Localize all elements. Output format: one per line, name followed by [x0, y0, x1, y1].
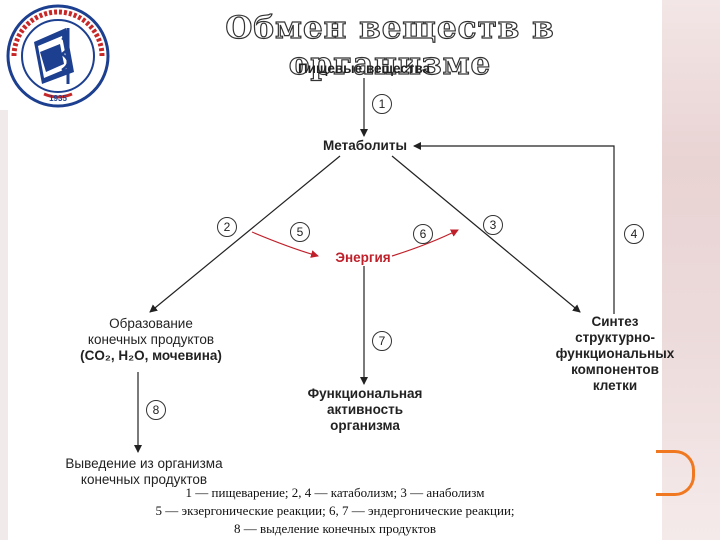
functional-line-3: организма — [330, 418, 400, 433]
arrow-endergonic-6 — [391, 229, 459, 257]
step-number-4: 4 — [624, 224, 644, 244]
excretion-line-1: Выведение из организма — [65, 456, 223, 471]
synthesis-line-2: структурно- — [575, 330, 655, 345]
orange-accent-mark — [656, 450, 695, 496]
functional-line-2: активность — [326, 402, 404, 417]
synthesis-line-1: Синтез — [591, 314, 639, 329]
arrow-exergonic-5 — [251, 231, 319, 258]
step-number-6: 6 — [413, 224, 433, 244]
step-number-3: 3 — [483, 215, 503, 235]
legend-line-1: 1 — пищеварение; 2, 4 — катаболизм; 3 — … — [185, 485, 485, 500]
arrow-anabolism-3 — [391, 155, 581, 313]
university-logo: 1935 — [6, 4, 110, 108]
step-number-5: 5 — [290, 222, 310, 242]
end-products-line-2: конечных продуктов — [87, 332, 215, 347]
node-food: Пищевые вещества — [297, 61, 431, 76]
background-left-bar — [0, 110, 8, 540]
node-synthesis: Синтез структурно- функциональных компон… — [540, 314, 690, 394]
page-title: Обмен веществ в организме — [225, 9, 555, 82]
arrow-catabolism-4 — [413, 142, 615, 314]
end-products-line-3: (CO₂, H₂O, мочевина) — [80, 348, 222, 363]
step-number-1: 1 — [372, 94, 392, 114]
arrow-catabolism-2 — [149, 155, 341, 313]
node-end-products: Образование конечных продуктов (CO₂, H₂O… — [58, 316, 244, 364]
functional-line-1: Функциональная — [307, 386, 423, 401]
node-metabolites: Метаболиты — [323, 138, 407, 153]
end-products-line-1: Образование — [109, 316, 193, 331]
legend: 1 — пищеварение; 2, 4 — катаболизм; 3 — … — [100, 484, 570, 538]
node-energy: Энергия — [335, 250, 391, 265]
step-number-7: 7 — [372, 331, 392, 351]
logo-year: 1935 — [49, 94, 67, 103]
legend-line-3: 8 — выделение конечных продуктов — [234, 521, 436, 536]
synthesis-line-3: функциональных — [555, 346, 675, 361]
synthesis-line-4: компонентов — [571, 362, 659, 377]
synthesis-line-5: клетки — [592, 378, 638, 393]
excretion-line-2: конечных продуктов — [80, 472, 208, 487]
legend-line-2: 5 — экзергонические реакции; 6, 7 — энде… — [155, 503, 515, 518]
node-functional-activity: Функциональная активность организма — [290, 386, 440, 434]
step-number-8: 8 — [146, 400, 166, 420]
step-number-2: 2 — [217, 217, 237, 237]
node-excretion: Выведение из организма конечных продукто… — [44, 456, 244, 488]
